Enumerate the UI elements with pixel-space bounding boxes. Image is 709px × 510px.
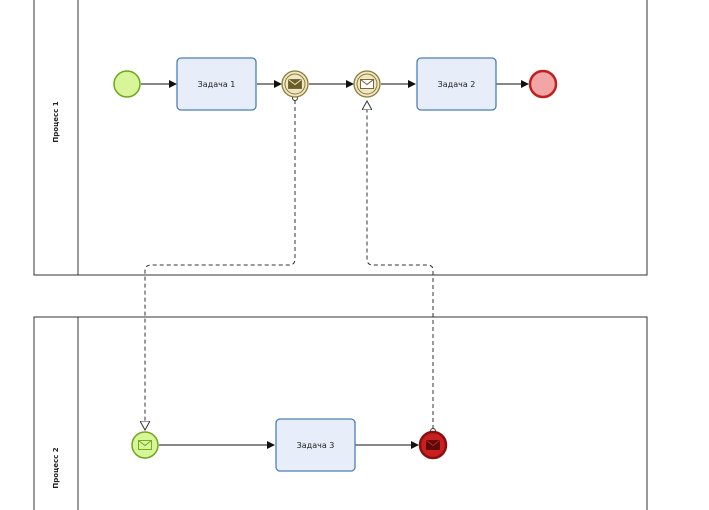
intermediate-throw-message-event[interactable] xyxy=(281,70,309,98)
intermediate-catch-message-event[interactable] xyxy=(353,70,381,98)
task-2[interactable]: Задача 2 xyxy=(416,57,497,111)
task-label: Задача 2 xyxy=(438,80,476,89)
pool-label-process-1: Процесс 1 xyxy=(52,101,60,142)
task-label: Задача 3 xyxy=(297,441,335,450)
task-3[interactable]: Задача 3 xyxy=(275,418,356,472)
envelope-icon xyxy=(138,440,152,450)
message-end-event[interactable] xyxy=(418,430,448,460)
task-label: Задача 1 xyxy=(198,80,236,89)
pool-process-2[interactable]: Процесс 2 xyxy=(33,316,648,510)
pool-label-process-2: Процесс 2 xyxy=(52,447,60,488)
envelope-filled-icon xyxy=(426,440,440,450)
pool-process-1[interactable]: Процесс 1 xyxy=(33,0,648,276)
end-event[interactable] xyxy=(528,69,558,99)
task-1[interactable]: Задача 1 xyxy=(176,57,257,111)
start-event[interactable] xyxy=(113,70,141,98)
envelope-icon xyxy=(360,79,374,89)
message-start-event[interactable] xyxy=(131,431,159,459)
envelope-filled-icon xyxy=(288,79,302,89)
